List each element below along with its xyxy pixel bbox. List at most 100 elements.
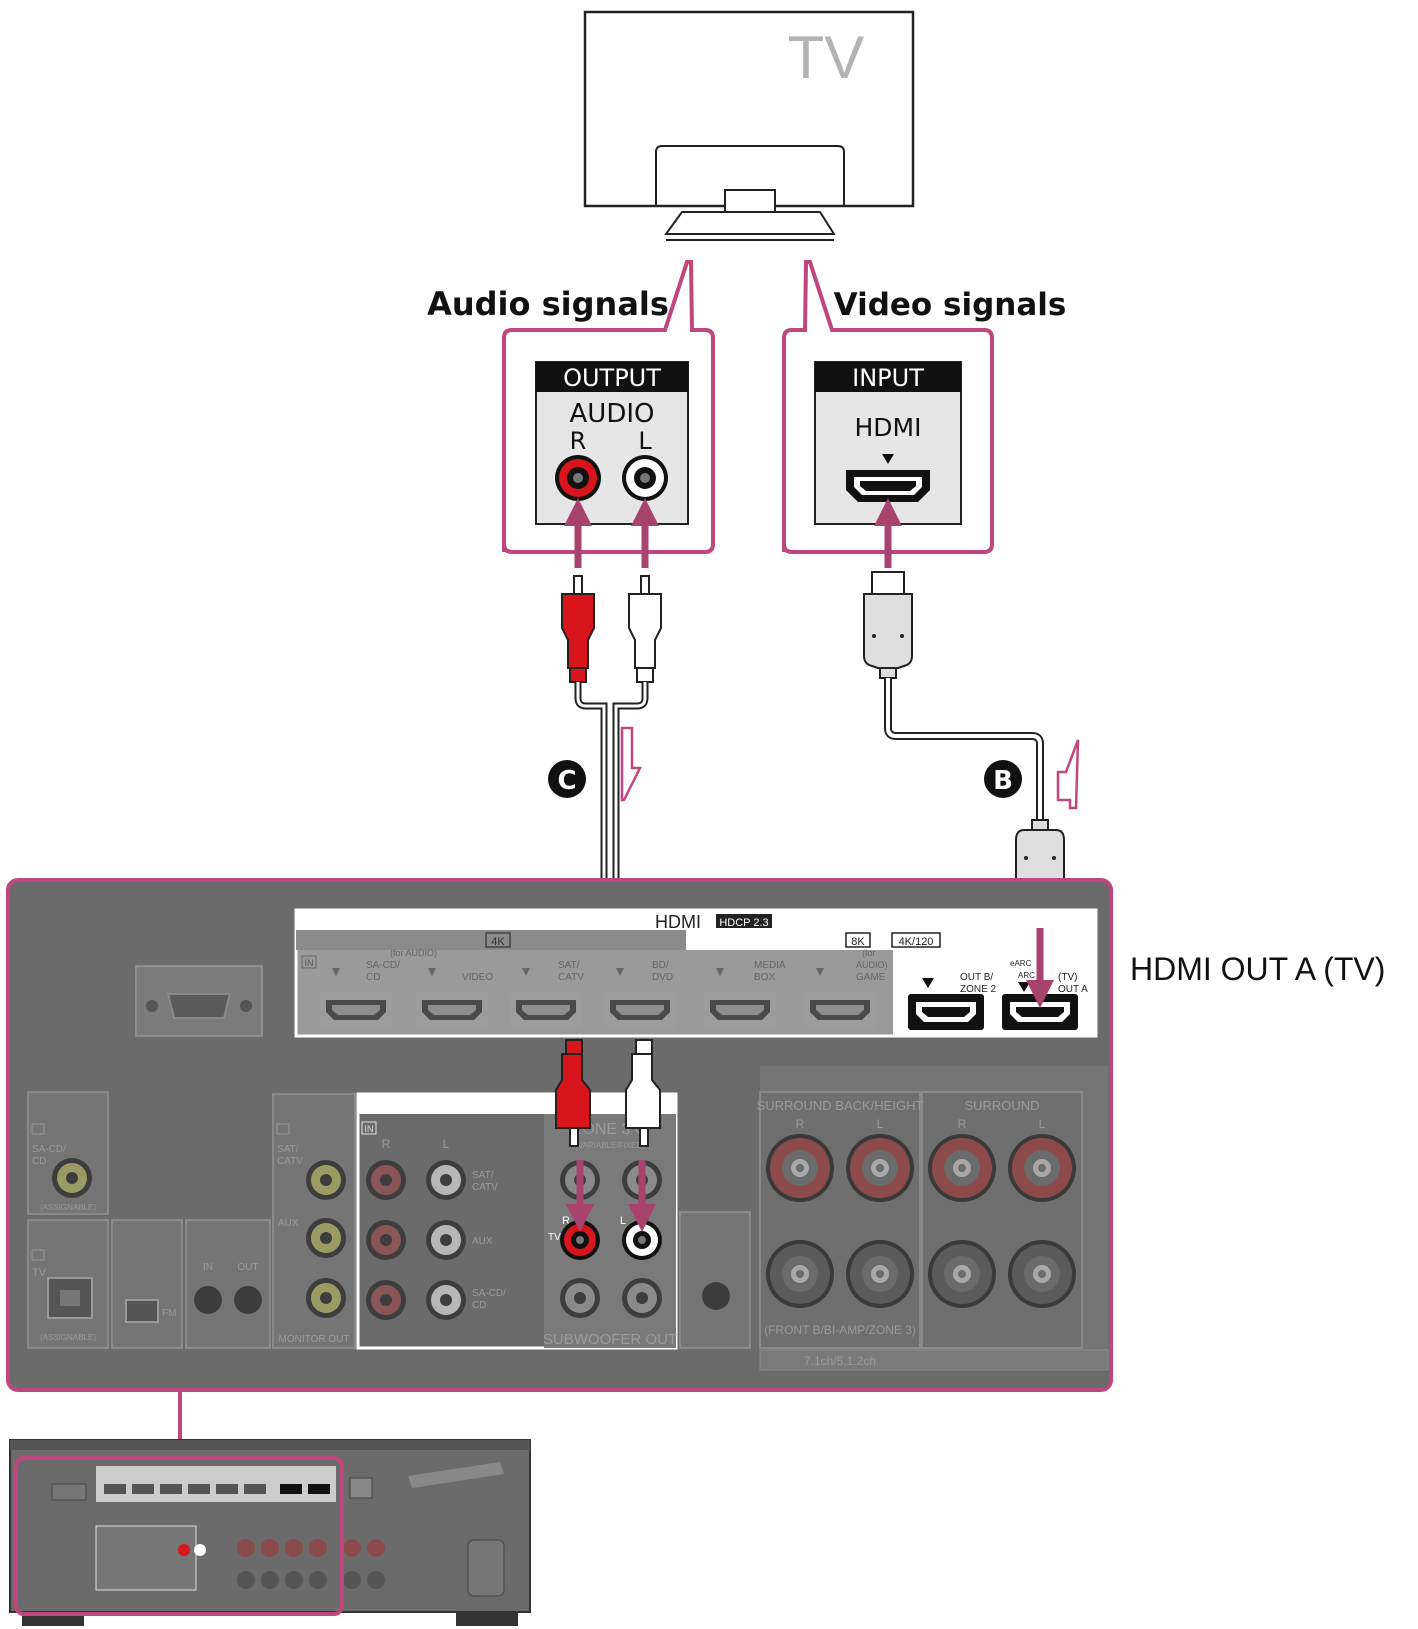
cable-b-badge: [984, 760, 1022, 798]
tv-illustration: TV: [583, 10, 915, 241]
spk-sur-l-positive[interactable]: [1008, 1134, 1076, 1202]
port-label: DVD: [652, 972, 673, 983]
ir-in-jack[interactable]: [194, 1286, 222, 1314]
port-label: L: [620, 1215, 626, 1227]
optical-tv-module: TV (ASSIGNABLE): [27, 1219, 109, 1349]
port-label: MONITOR OUT: [279, 1334, 350, 1345]
subwoofer-out-2-jack[interactable]: [622, 1278, 662, 1318]
subwoofer-out-1-jack[interactable]: [560, 1278, 600, 1318]
right-label: R: [570, 427, 587, 455]
hdmi-in-sacd-port[interactable]: (for AUDIO) SA-CD/ CD: [320, 948, 437, 1028]
port-label: IN: [203, 1262, 213, 1273]
port-label: (VARIABLE/FIXED): [575, 1141, 645, 1150]
port-label: IN: [365, 1124, 374, 1134]
port-label: R: [796, 1117, 805, 1131]
hdmi-out-a-tv-port[interactable]: [1002, 994, 1078, 1030]
port-label: SA-CD/: [32, 1144, 66, 1155]
spk-sur-r-negative[interactable]: [928, 1240, 996, 1308]
port-label: OUT: [237, 1262, 258, 1273]
spk-sur-l-negative[interactable]: [1008, 1240, 1076, 1308]
port-label: SAT/: [277, 1144, 299, 1155]
port-label: L: [877, 1117, 884, 1131]
audio-sacd-l-jack[interactable]: [426, 1280, 466, 1320]
audio-sacd-r-jack[interactable]: [366, 1280, 406, 1320]
tv-label: TV: [788, 24, 865, 91]
port-label: R: [958, 1117, 967, 1131]
hdmi-outputs: OUT B/ ZONE 2 eARC ARC (TV) OUT A: [908, 928, 1088, 1030]
port-label: BOX: [754, 972, 775, 983]
output-header: OUTPUT: [563, 364, 661, 392]
receiver-hdmi-title: HDMI: [655, 912, 701, 932]
triangle-down-icon: [922, 978, 934, 988]
audio-aux-l-jack[interactable]: [426, 1220, 466, 1260]
left-label: L: [638, 427, 652, 455]
tv-hdmi-port[interactable]: [846, 470, 930, 502]
monitor-out-jack[interactable]: [306, 1278, 346, 1318]
port-label: R: [382, 1137, 391, 1151]
spk-sb-l-positive[interactable]: [846, 1134, 914, 1202]
tv-paren-label: (TV): [1058, 972, 1077, 983]
port-label: CD: [32, 1156, 46, 1167]
arc-label: ARC: [1018, 971, 1035, 980]
tv-row-label: TV: [548, 1232, 561, 1243]
fm-antenna-port[interactable]: [125, 1299, 159, 1323]
zoom-region-highlight: [14, 1456, 344, 1616]
fm-antenna-module: FM: [111, 1219, 183, 1349]
video-satcatv-jack[interactable]: [306, 1160, 346, 1200]
cable-b-badge-text: B: [993, 766, 1013, 796]
port-label: SAT/: [472, 1170, 494, 1181]
coax-in-jack[interactable]: [52, 1158, 92, 1198]
port-label: CATV: [472, 1182, 498, 1193]
audio-satcatv-r-jack[interactable]: [366, 1160, 406, 1200]
setup-mic-jack[interactable]: [702, 1282, 730, 1310]
spk-sb-r-positive[interactable]: [766, 1134, 834, 1202]
port-label: BD/: [652, 960, 669, 971]
audio-aux-r-jack[interactable]: [366, 1220, 406, 1260]
port-label: SURROUND BACK/HEIGHT: [757, 1098, 924, 1113]
port-label: FM: [162, 1308, 176, 1319]
port-label: SURROUND: [964, 1098, 1039, 1113]
hdmi-cable-b: [863, 571, 1065, 919]
triangle-down-icon: [882, 454, 894, 464]
tv-audio-in-l-jack[interactable]: [622, 1220, 662, 1260]
tv-stand: [664, 211, 836, 235]
video-aux-jack[interactable]: [306, 1218, 346, 1258]
receiver-overview: [9, 1439, 531, 1626]
hdcp-badge: HDCP 2.3: [719, 917, 768, 929]
tag-4k120: 4K/120: [899, 936, 934, 948]
tv-audio-r-jack[interactable]: [555, 455, 601, 501]
hdmi-in-mediabox-port[interactable]: MEDIA BOX: [704, 960, 786, 1028]
input-header: INPUT: [852, 364, 924, 392]
hdmi-label: HDMI: [855, 413, 922, 442]
ir-module: IN OUT: [185, 1219, 271, 1349]
flow-arrow-down-icon: [620, 726, 643, 802]
hdmi-in-bddvd-port[interactable]: BD/ DVD: [604, 960, 676, 1028]
audio-satcatv-l-jack[interactable]: [426, 1160, 466, 1200]
earc-label: eARC: [1010, 959, 1032, 968]
hdmi-in-satcatv-port[interactable]: SAT/ CATV: [510, 960, 584, 1028]
audio-signals-label: Audio signals: [427, 285, 669, 323]
spk-sb-r-negative[interactable]: [766, 1240, 834, 1308]
port-label: AUDIO): [856, 960, 888, 970]
port-label: SA-CD/: [472, 1288, 506, 1299]
port-label: (FRONT B/BI-AMP/ZONE 3): [764, 1323, 916, 1337]
hdmi-input-ports: (for AUDIO) SA-CD/ CD VIDEO SAT/ CATV BD…: [320, 948, 888, 1028]
audio-label: AUDIO: [570, 399, 655, 429]
tv-audio-in-r-jack[interactable]: [560, 1220, 600, 1260]
audio-cable-c-bottom-plugs: [555, 1039, 661, 1147]
spk-sur-r-positive[interactable]: [928, 1134, 996, 1202]
hdmi-in-video-port[interactable]: VIDEO: [416, 968, 493, 1028]
ir-out-jack[interactable]: [234, 1286, 262, 1314]
port-label: (ASSIGNABLE): [40, 1333, 96, 1342]
port-label: SUBWOOFER OUT: [543, 1331, 677, 1348]
port-label: CATV: [558, 972, 584, 983]
hdmi-out-b-port[interactable]: [908, 994, 984, 1030]
port-label: CD: [472, 1300, 486, 1311]
port-label: VIDEO: [462, 972, 493, 983]
port-label: GAME: [856, 972, 886, 983]
tv-audio-l-jack[interactable]: [622, 455, 668, 501]
hdmi-in-game-port[interactable]: (for AUDIO) GAME: [804, 948, 888, 1028]
spk-sb-l-negative[interactable]: [846, 1240, 914, 1308]
tag-8k: 8K: [851, 936, 865, 948]
